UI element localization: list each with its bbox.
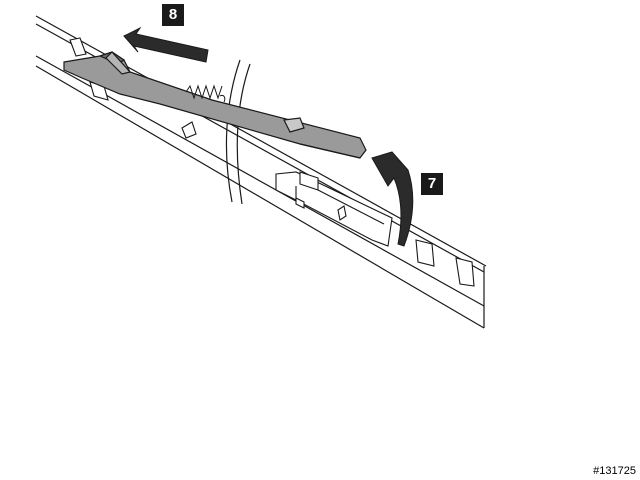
cable <box>225 59 251 205</box>
step-number-badge: 7 <box>421 173 443 195</box>
step-number-badge: 8 <box>162 4 184 26</box>
figure-id: #131725 <box>593 465 636 477</box>
latch-housing <box>275 171 393 247</box>
latch-spring <box>185 84 226 103</box>
lift-up-arrow <box>371 151 414 247</box>
frame-clip-tabs <box>69 37 475 287</box>
slide-left-arrow <box>123 26 209 63</box>
latch-bar <box>63 51 367 159</box>
